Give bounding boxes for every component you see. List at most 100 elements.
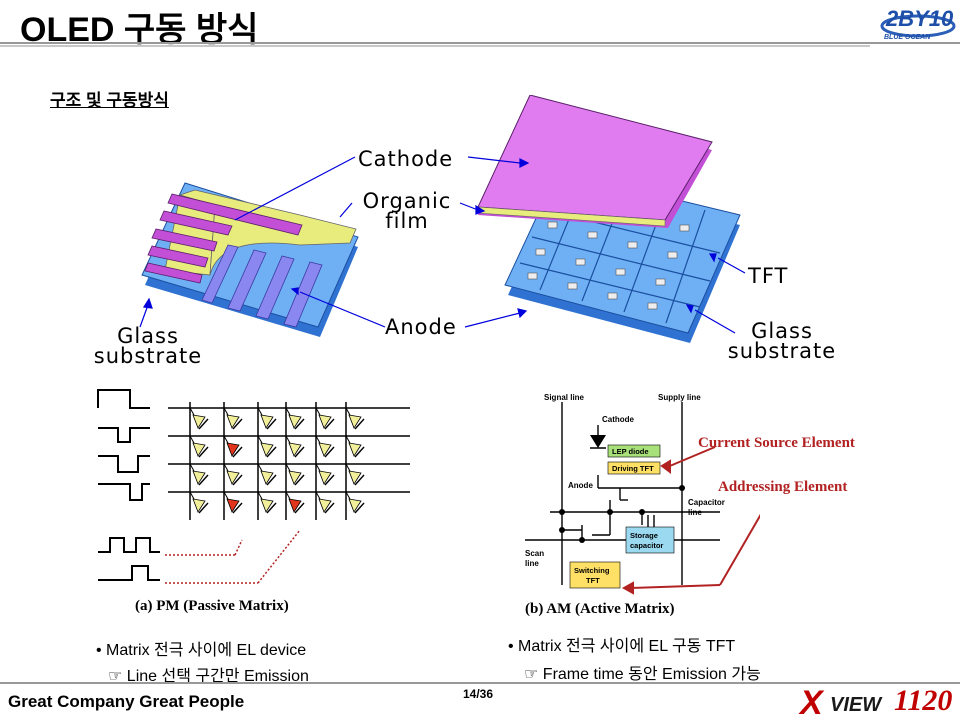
red-callout-arrows [621, 446, 760, 595]
storage-capacitor-box [625, 526, 675, 554]
capacitor-line-label-1: Capacitor [688, 498, 725, 507]
am-bullet-2: ☞ Frame time 동안 Emission 가능 [524, 666, 761, 683]
led-diode-lead [285, 463, 291, 472]
current-source-element-label: Current Source Element [698, 435, 855, 451]
led-diode-lead [189, 407, 195, 416]
led-diode [348, 470, 362, 485]
am-caption: (b) AM (Active Matrix) [525, 601, 675, 617]
led-diode [192, 470, 206, 485]
led-diode-lead [285, 435, 291, 444]
led-diode-bar [354, 502, 365, 514]
switching-tft-label-2: TFT [586, 576, 600, 585]
switching-tft-label-1: Switching [574, 566, 610, 575]
led-diode-bar [198, 502, 209, 514]
led-diode-lead [223, 435, 229, 444]
led-diode-lead [345, 491, 351, 500]
led-diode-lead [315, 491, 321, 500]
header-divider [0, 42, 960, 44]
led-diode-lead [257, 407, 263, 416]
led-diode-bar [266, 502, 277, 514]
led-diode-bar [354, 418, 365, 430]
led-diode-lead [223, 407, 229, 416]
driving-tft-box [607, 461, 661, 475]
glass-substrate-left-line1: Glass [117, 324, 179, 348]
led-diode-bar [232, 502, 243, 514]
led-diode [348, 498, 362, 513]
active-structure-illustration [477, 95, 741, 343]
passive-matrix-schematic [97, 389, 410, 584]
2by10-logo: 2BY10 BLUE OCEAN [880, 6, 956, 41]
led-diode-lead [257, 435, 263, 444]
led-diode-lead [189, 435, 195, 444]
led-diode-lead [189, 491, 195, 500]
addressing-element-label: Addressing Element [718, 479, 848, 495]
led-diode [260, 414, 274, 429]
glass-substrate-left-line2: substrate [93, 344, 203, 368]
pm-bullet-1-text: Matrix 전극 사이에 EL device [106, 642, 307, 659]
xview-1120-logo: X VIEW 1120 [798, 684, 958, 722]
signal-line-label: Signal line [544, 393, 585, 402]
cathode-strips [144, 193, 303, 284]
lep-diode-symbol [590, 435, 606, 448]
led-diode-bar [354, 474, 365, 486]
logo-number: 2BY10 [885, 6, 954, 31]
led-diode [288, 498, 302, 513]
page-number: 14/36 [463, 687, 494, 701]
led-diode [318, 498, 332, 513]
lep-diode-label: LEP diode [612, 447, 649, 456]
brand-x: X [800, 684, 823, 722]
led-diode [318, 414, 332, 429]
led-diode-bar [324, 418, 335, 430]
brand-view: VIEW [830, 694, 882, 716]
cathode-label: Cathode [358, 147, 454, 171]
pm-caption: (a) PM (Passive Matrix) [135, 598, 289, 614]
led-diode [288, 414, 302, 429]
led-diode-bar [324, 446, 335, 458]
data-waveforms [98, 537, 160, 581]
led-diode-bar [198, 474, 209, 486]
storage-capacitor-label-2: capacitor [630, 541, 663, 550]
glass-substrate-right-line2: substrate [727, 339, 837, 363]
pm-led-diodes [189, 407, 365, 514]
storage-capacitor-label-1: Storage [630, 531, 658, 540]
led-diode-bar [294, 474, 305, 486]
led-diode [288, 442, 302, 457]
driving-tft-label: Driving TFT [612, 464, 654, 473]
led-diode-bar [232, 446, 243, 458]
glass-substrate-right-line1: Glass [751, 319, 813, 343]
pm-bullet-1: • Matrix 전극 사이에 EL device [96, 642, 307, 659]
led-diode [192, 414, 206, 429]
led-diode-lead [285, 407, 291, 416]
led-diode-bar [266, 418, 277, 430]
led-diode-lead [345, 435, 351, 444]
led-diode [226, 498, 240, 513]
tft-label: TFT [748, 264, 789, 288]
header-divider-shadow [0, 45, 870, 47]
led-diode-lead [315, 463, 321, 472]
led-diode-bar [294, 446, 305, 458]
led-diode [288, 470, 302, 485]
scan-waveforms [97, 389, 150, 501]
brand-number: 1120 [894, 684, 953, 717]
led-diode-bar [266, 474, 277, 486]
led-diode-lead [223, 463, 229, 472]
led-diode [192, 498, 206, 513]
led-diode-lead [223, 491, 229, 500]
pm-bullet-2: ☞ Line 선택 구간만 Emission [108, 668, 309, 685]
led-diode-bar [198, 446, 209, 458]
anode-strips [201, 244, 323, 328]
led-diode [226, 414, 240, 429]
led-diode-bar [232, 418, 243, 430]
organic-film-label-line2: film [385, 209, 429, 233]
led-diode-bar [198, 418, 209, 430]
led-diode-lead [189, 463, 195, 472]
led-diode-lead [345, 407, 351, 416]
am-pixel-circuit: Signal line Supply line Cathode LEP diod… [525, 393, 760, 595]
data-connection-lines [165, 529, 301, 584]
led-diode-lead [315, 407, 321, 416]
oled-structure-diagram [139, 95, 746, 343]
led-diode [226, 470, 240, 485]
led-diode-lead [315, 435, 321, 444]
footer-slogan: Great Company Great People [8, 692, 245, 711]
footer-divider [0, 682, 960, 684]
